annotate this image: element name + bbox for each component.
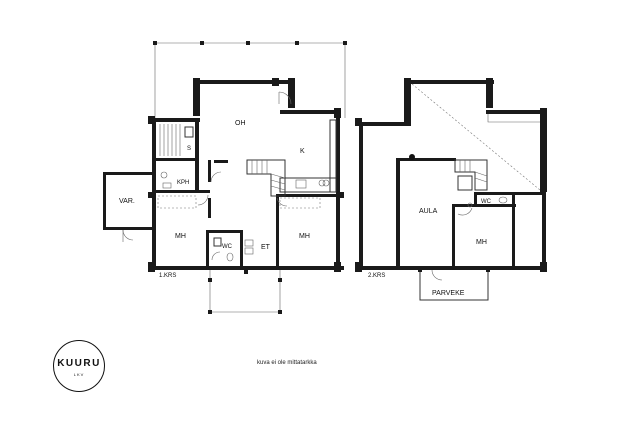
floor-label-2: 2.KRS: [368, 273, 385, 279]
room-label-oh: OH: [235, 120, 246, 127]
kuuru-logo: KUURU LKV: [53, 340, 105, 392]
logo-wordmark: KUURU: [57, 358, 101, 369]
room-label-mh-right: MH: [299, 233, 310, 240]
room-label-parveke: PARVEKE: [432, 290, 465, 297]
room-label-mh-left: MH: [175, 233, 186, 240]
scale-disclaimer: kuva ei ole mittatarkka: [257, 360, 317, 366]
room-label-s: S: [187, 146, 191, 152]
room-label-kph: KPH: [177, 180, 189, 186]
floor-1-plan: [103, 41, 347, 314]
room-label-k: K: [300, 148, 305, 155]
room-label-mh-2: MH: [476, 239, 487, 246]
room-label-wc-2: WC: [481, 199, 492, 205]
room-label-et: ET: [261, 244, 271, 251]
logo-subtext: LKV: [73, 372, 85, 377]
room-label-var: VAR.: [119, 198, 135, 205]
room-label-aula: AULA: [419, 208, 438, 215]
floor-label-1: 1.KRS: [159, 273, 176, 279]
room-label-wc: WC: [222, 244, 233, 250]
floor-2-plan: [355, 78, 547, 301]
